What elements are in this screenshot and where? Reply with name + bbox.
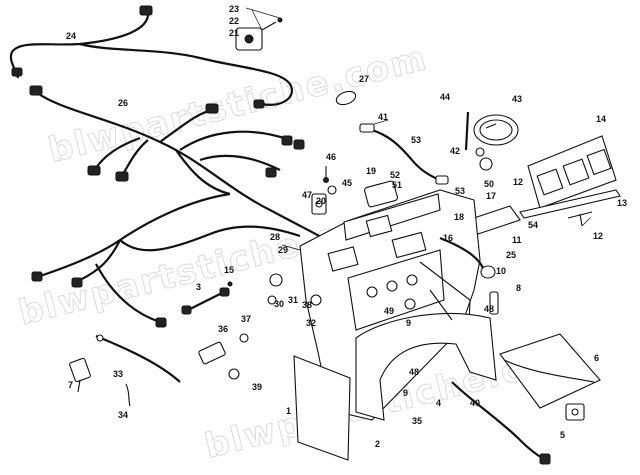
callout-labels: 1 2 3 4 5 6 7 8 9 9 10 11 12 12 13 14 15…: [66, 4, 627, 449]
callout-4: 4: [436, 398, 441, 408]
callout-32: 32: [306, 318, 316, 328]
callout-42: 42: [450, 146, 460, 156]
callout-28: 28: [270, 232, 280, 242]
callout-10: 10: [496, 266, 506, 276]
callout-12-top: 12: [513, 177, 523, 187]
instrument-bezel-14: [527, 135, 617, 209]
callout-47: 47: [302, 190, 312, 200]
main-wiring-harness-26: [29, 85, 335, 328]
callout-16: 16: [443, 233, 453, 243]
switch-assembly: [235, 17, 283, 51]
callout-44: 44: [440, 92, 450, 102]
callout-15: 15: [224, 265, 234, 275]
knob-49: [267, 273, 322, 306]
callout-54: 54: [528, 220, 538, 230]
callout-27: 27: [359, 74, 369, 84]
callout-51: 51: [392, 180, 402, 190]
callout-11: 11: [512, 235, 522, 245]
callout-9-console: 9: [406, 318, 411, 328]
callout-29: 29: [278, 245, 288, 255]
callout-36: 36: [218, 324, 228, 334]
callout-20: 20: [316, 196, 326, 206]
callout-1: 1: [286, 406, 291, 416]
callout-14: 14: [596, 114, 606, 124]
callout-17: 17: [486, 191, 496, 201]
callout-3: 3: [196, 282, 201, 292]
trim-bar-13: [519, 189, 621, 227]
gauge-43: [464, 111, 519, 171]
clamp-27: [335, 90, 357, 106]
small-hardware: [311, 166, 337, 215]
callout-23: 23: [229, 4, 239, 14]
callout-37: 37: [241, 314, 251, 324]
cable-40: [439, 236, 551, 465]
leader-lines: [245, 7, 591, 251]
callout-48-right: 48: [484, 304, 494, 314]
callout-21: 21: [229, 28, 239, 38]
console-housing: [299, 180, 497, 421]
callout-22: 22: [229, 16, 239, 26]
callout-12-right: 12: [593, 231, 603, 241]
callout-24: 24: [66, 31, 76, 41]
callout-53-top: 53: [411, 135, 421, 145]
callout-31: 31: [288, 295, 298, 305]
callout-45: 45: [342, 178, 352, 188]
callout-33: 33: [113, 369, 123, 379]
callout-26: 26: [118, 98, 128, 108]
callout-6: 6: [594, 353, 599, 363]
bracket-5: [565, 403, 585, 421]
cable-53: [359, 123, 449, 185]
lower-left-parts: [69, 281, 249, 407]
callout-46: 46: [326, 152, 336, 162]
callout-50: 50: [484, 179, 494, 189]
callout-8: 8: [516, 283, 521, 293]
floor-panel-6: [499, 333, 601, 409]
callout-19: 19: [366, 166, 376, 176]
callout-25: 25: [506, 250, 516, 260]
callout-18: 18: [454, 212, 464, 222]
callout-9-lower: 9: [403, 388, 408, 398]
callout-39: 39: [252, 382, 262, 392]
callout-30: 30: [274, 299, 284, 309]
callout-52: 52: [390, 170, 400, 180]
callout-7: 7: [68, 380, 73, 390]
callout-2: 2: [375, 439, 380, 449]
callout-48-lower: 48: [409, 367, 419, 377]
side-panel-1: [293, 355, 351, 461]
callout-13: 13: [617, 198, 627, 208]
watermark-text-1: blwpartstiche.com: [44, 38, 431, 171]
callout-5: 5: [560, 430, 565, 440]
callout-49: 49: [384, 306, 394, 316]
callout-41: 41: [378, 112, 388, 122]
callout-40: 40: [470, 398, 480, 408]
callout-38: 38: [302, 300, 312, 310]
callout-53-right: 53: [455, 186, 465, 196]
callout-35: 35: [412, 416, 422, 426]
handle-8: [489, 291, 499, 315]
wiring-harness-24: [9, 5, 293, 109]
callout-34: 34: [118, 410, 128, 420]
callout-43: 43: [512, 94, 522, 104]
